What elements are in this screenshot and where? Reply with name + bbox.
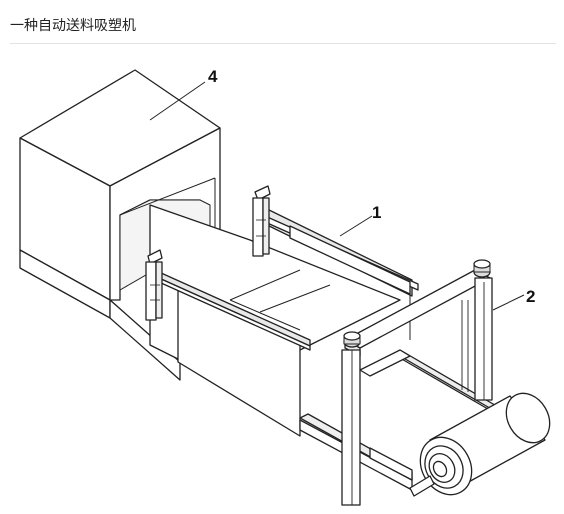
roller-frame xyxy=(341,259,493,506)
feed-roller xyxy=(409,392,551,497)
page-title: 一种自动送料吸塑机 xyxy=(10,18,136,34)
leader-line-2 xyxy=(492,294,525,311)
housing-box xyxy=(19,69,221,381)
page-header: 一种自动送料吸塑机 xyxy=(0,0,564,44)
leader-line-1 xyxy=(339,215,373,237)
callout-label-4: 4 xyxy=(208,67,218,86)
machine-diagram: 4 1 2 xyxy=(0,44,564,510)
callout-label-1: 1 xyxy=(372,203,381,222)
header-divider xyxy=(10,43,556,44)
callout-label-2: 2 xyxy=(526,287,535,306)
leader-line-4 xyxy=(149,81,206,121)
rear-guide-plate xyxy=(252,185,419,340)
front-guide-plate xyxy=(145,249,311,437)
